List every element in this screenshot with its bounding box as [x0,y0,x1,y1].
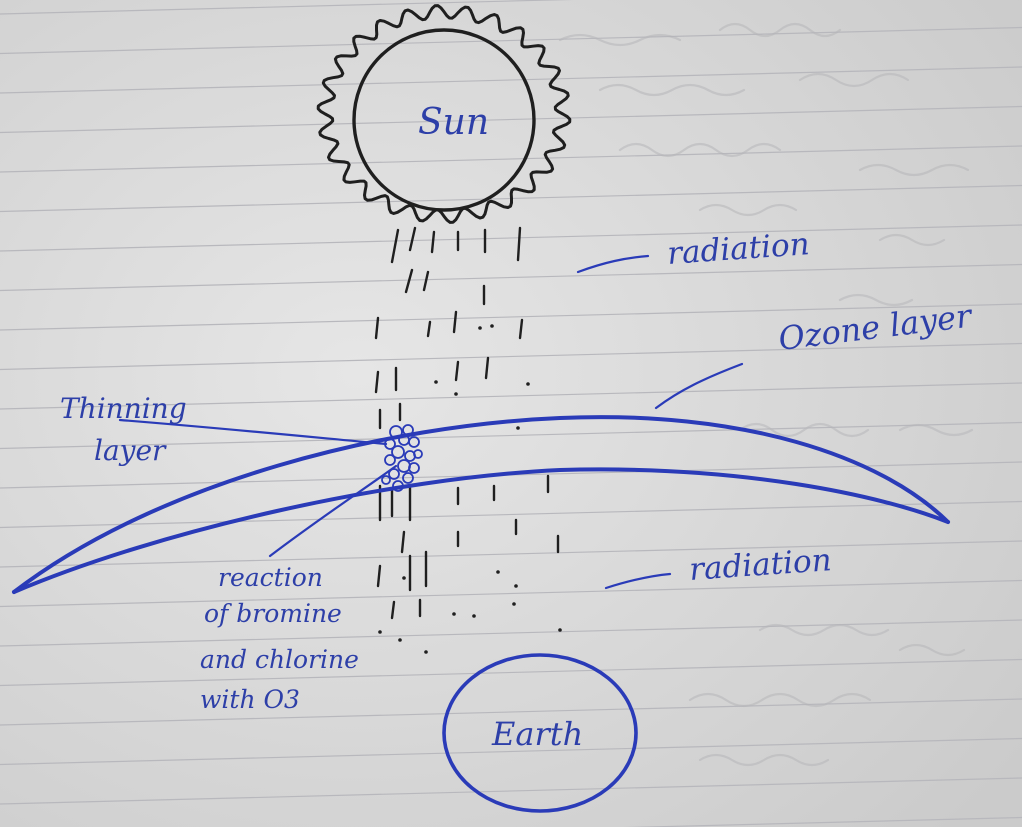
radiation-dot [514,584,518,588]
reaction-label-line3: and chlorine [200,645,359,674]
radiation-dot [490,324,494,328]
radiation-dot [478,326,482,330]
radiation-dot [516,426,520,430]
sun-label: Sun [418,102,489,143]
reaction-label-line2: of bromine [204,599,342,628]
radiation-dot [512,602,516,606]
radiation-dot [496,570,500,574]
thinning-layer-label-line2: layer [94,434,167,467]
radiation-dot [378,630,382,634]
reaction-label-line1: reaction [218,563,323,592]
radiation-dot [434,380,438,384]
radiation-dot [402,576,406,580]
radiation-dot [454,392,458,396]
radiation-dot [472,614,476,618]
reaction-label-line4: with O3 [200,685,300,714]
earth-label: Earth [491,715,583,753]
radiation-dot [424,650,428,654]
radiation-dot [558,628,562,632]
thinning-layer-label-line1: Thinning [60,392,187,425]
radiation-dot [452,612,456,616]
radiation-dot [526,382,530,386]
radiation-dot [398,638,402,642]
